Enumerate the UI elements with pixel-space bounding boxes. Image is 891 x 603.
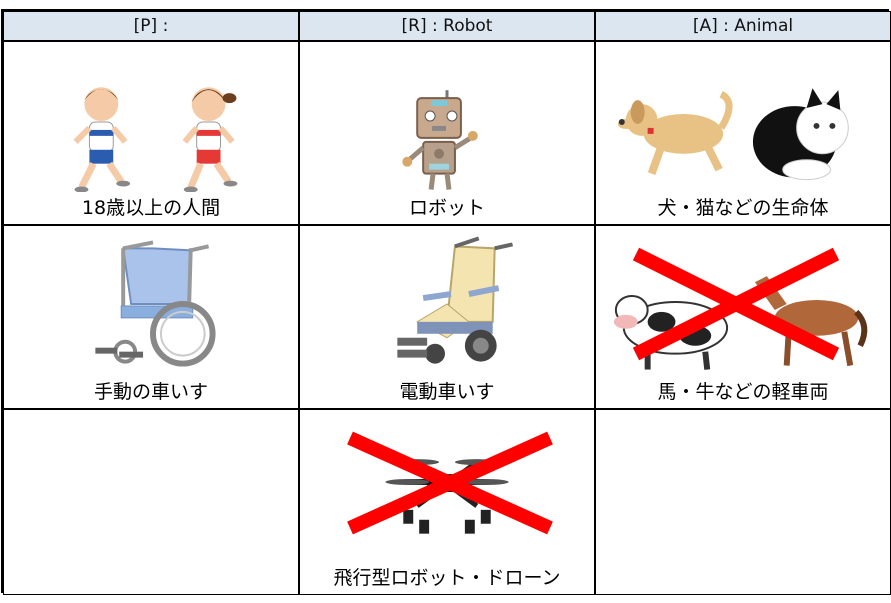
cell-livestock-vehicles: 馬・牛などの軽車両 [595, 225, 891, 409]
caption-drone: 飛行型ロボット・ドローン [333, 567, 561, 589]
header-r: [R] : Robot [299, 11, 595, 41]
cell-animals: 犬・猫などの生命体 [595, 41, 891, 225]
cell-empty-left [3, 409, 299, 595]
caption-electric-wheelchair: 電動車いす [399, 381, 495, 403]
robot-icon [300, 42, 594, 192]
header-a-label: [A] : Animal [692, 16, 794, 36]
prohibited-cross-icon [632, 247, 840, 361]
cell-manual-wheelchair: 手動の車いす [3, 225, 299, 409]
header-p: [P] : [3, 11, 299, 41]
prohibited-cross-icon [347, 431, 553, 535]
cell-electric-wheelchair: 電動車いす [299, 225, 595, 409]
cell-empty-right [595, 409, 891, 595]
children-running-icon [4, 42, 298, 192]
dog-and-cat-icon [596, 42, 890, 192]
caption-manual-wheelchair: 手動の車いす [93, 381, 208, 403]
cell-adult-humans: 18歳以上の人間 [3, 41, 299, 225]
category-table: [P] : [R] : Robot [A] : Animal [1, 9, 891, 595]
caption-adult-humans: 18歳以上の人間 [81, 197, 221, 219]
caption-animals: 犬・猫などの生命体 [657, 197, 829, 219]
manual-wheelchair-icon [4, 226, 298, 376]
header-a: [A] : Animal [595, 11, 891, 41]
caption-robot: ロボット [408, 197, 485, 219]
header-p-label: [P] : [133, 16, 169, 36]
cell-drone: 飛行型ロボット・ドローン [299, 409, 595, 595]
header-r-label: [R] : Robot [401, 16, 493, 36]
electric-wheelchair-icon [300, 226, 594, 376]
caption-livestock-vehicles: 馬・牛などの軽車両 [657, 381, 829, 403]
cell-robot: ロボット [299, 41, 595, 225]
